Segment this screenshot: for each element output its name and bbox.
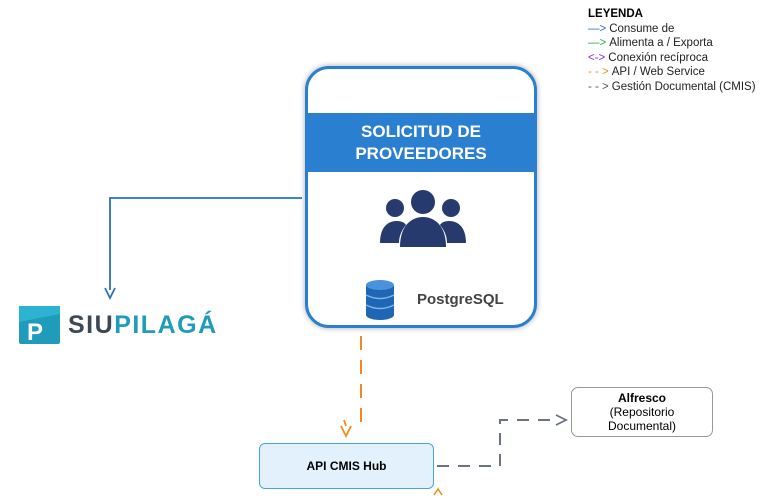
- node-api-cmis-hub[interactable]: API CMIS Hub: [259, 443, 434, 489]
- edge-hub-to-alfresco-arrowhead: [555, 414, 569, 426]
- legend-label: Consume de: [609, 22, 675, 35]
- legend-label: Gestión Documental (CMIS): [611, 80, 756, 93]
- node-alfresco-line1: (Repositorio: [609, 405, 675, 419]
- legend-symbol: —>: [588, 22, 607, 35]
- node-main-db-label: PostgreSQL: [417, 291, 504, 308]
- node-alfresco-title: Alfresco: [617, 391, 667, 405]
- svg-text:P: P: [27, 319, 43, 346]
- legend: LEYENDA —>Consume de —>Alimenta a / Expo…: [588, 7, 756, 94]
- node-main-title-band: SOLICITUD DE PROVEEDORES: [308, 113, 534, 172]
- edge-hub-to-alfresco: [437, 419, 558, 467]
- node-alfresco-line2: Documental): [607, 419, 677, 433]
- edge-main-to-hub-tail: [343, 419, 347, 427]
- legend-label: Alimenta a / Exporta: [609, 37, 713, 49]
- node-hub-label: API CMIS Hub: [306, 459, 387, 473]
- database-icon: [365, 280, 395, 320]
- edge-hub-bottom-mark: [433, 487, 443, 496]
- legend-item-cmis: - - >Gestión Documental (CMIS): [588, 80, 756, 95]
- legend-item-feeds: —>Alimenta a / Exporta: [588, 36, 756, 51]
- node-alfresco[interactable]: Alfresco (Repositorio Documental): [571, 387, 713, 437]
- node-solicitud-proveedores[interactable]: SOLICITUD DE PROVEEDORES PostgreSQL: [305, 66, 537, 328]
- legend-item-api: - - >API / Web Service: [588, 65, 756, 80]
- legend-item-reciprocal: <->Conexión recíproca: [588, 51, 756, 66]
- legend-title: LEYENDA: [588, 8, 643, 20]
- legend-symbol: <->: [588, 51, 606, 64]
- logo-text-siu: SIU: [68, 311, 115, 339]
- node-main-title-line1: SOLICITUD DE: [361, 122, 481, 141]
- legend-symbol: —>: [588, 37, 607, 49]
- legend-item-consume: —>Consume de: [588, 22, 756, 37]
- node-main-title-line2: PROVEEDORES: [355, 144, 487, 163]
- legend-label: API / Web Service: [611, 66, 705, 78]
- siupilaga-logo-text: SIUPILAGÁ: [68, 311, 218, 340]
- edge-main-to-siupilaga: [109, 197, 302, 290]
- legend-symbol: - - >: [588, 80, 609, 93]
- users-icon: [380, 190, 466, 247]
- logo-text-pilaga: PILAGÁ: [114, 311, 218, 339]
- edge-main-to-siupilaga-arrowhead: [104, 287, 116, 301]
- legend-symbol: - - >: [588, 66, 609, 78]
- edge-main-to-hub-arrowhead: [340, 425, 352, 439]
- siupilaga-logo-icon: P: [19, 306, 60, 346]
- legend-label: Conexión recíproca: [608, 51, 708, 64]
